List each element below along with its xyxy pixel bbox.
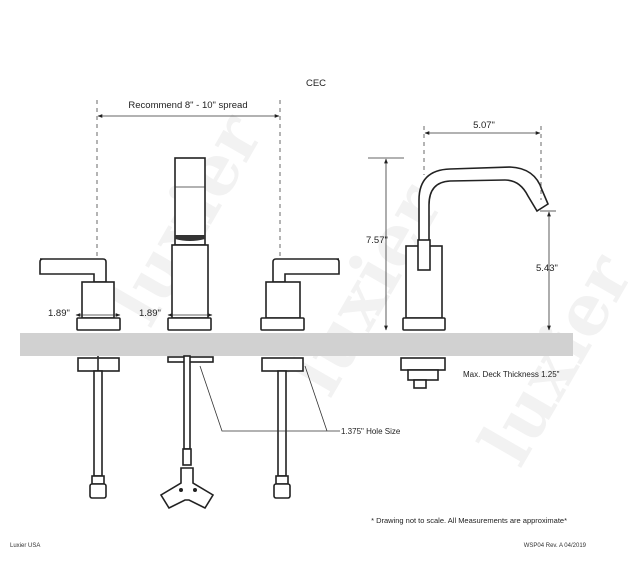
spout-width-label: 1.89" [139,308,161,319]
hole-size-callout: 1.375" Hole Size [199,365,401,436]
hole-size-label: 1.375" Hole Size [341,427,401,436]
deck-thickness-label: Max. Deck Thickness 1.25" [463,370,560,379]
handle-width-label: 1.89" [48,308,70,319]
center-spout: 1.89" [139,157,213,331]
deck [20,333,573,356]
height-label: 7.57" [366,235,388,246]
reach-label: 5.07" [473,120,495,131]
under-deck-parts [77,355,446,510]
left-handle: 1.89" [39,258,121,331]
footer-brand: Luxier USA [10,543,40,549]
footnote: * Drawing not to scale. All Measurements… [371,516,567,525]
spout-height-label: 5.43" [536,263,558,274]
spread-label: Recommend 8" - 10" spread [128,100,247,111]
svg-text:luxier: luxier [463,239,628,478]
right-handle [260,258,340,331]
diagram-title: CEC [306,78,326,89]
side-view-spout: 5.07" 7.57" 5.43" [366,120,558,331]
footer-revision: WSP04 Rev. A 04/2019 [524,543,587,549]
spread-dimension: Recommend 8" - 10" spread [96,100,281,318]
